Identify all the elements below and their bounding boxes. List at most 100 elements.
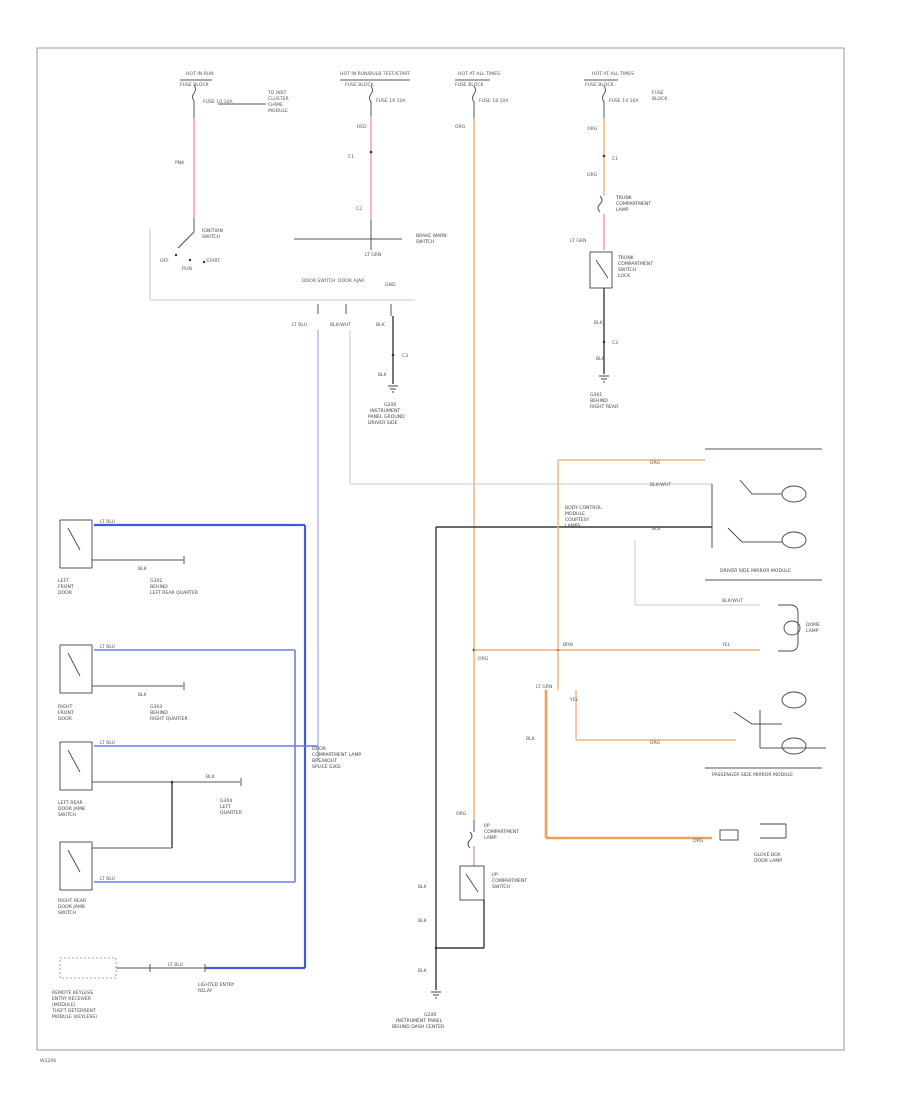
- ignition-switch-icon: [177, 231, 195, 249]
- svg-text:BLK: BLK: [526, 736, 536, 742]
- svg-text:SWITCH: SWITCH: [416, 239, 434, 245]
- mirror-lamp-icon: [781, 737, 807, 755]
- svg-text:G301: G301: [590, 392, 602, 398]
- svg-text:ORG: ORG: [478, 656, 489, 662]
- svg-text:LOCK: LOCK: [618, 273, 631, 279]
- ground-icon: [599, 375, 609, 383]
- svg-text:BLK/WHT: BLK/WHT: [722, 598, 743, 604]
- svg-text:BEHIND DASH CENTER: BEHIND DASH CENTER: [392, 1024, 445, 1030]
- svg-text:COMPARTMENT: COMPARTMENT: [492, 878, 527, 884]
- diagram-frame: [36, 47, 845, 1051]
- hot-label-4: HOT AT ALL TIMES: [592, 71, 634, 77]
- svg-text:BEHIND: BEHIND: [150, 584, 168, 590]
- svg-text:ORG: ORG: [650, 740, 661, 746]
- svg-text:LT BLU: LT BLU: [100, 644, 115, 650]
- trunk-branch: ORG C1 ORG TRUNK COMPARTMENT LAMP LT GRN…: [570, 101, 653, 410]
- svg-text:INSTRUMENT: INSTRUMENT: [370, 408, 400, 414]
- passenger-mirror-module: PASSENGER SIDE MIRROR MODULE: [705, 691, 826, 778]
- svg-text:DOME: DOME: [806, 622, 820, 628]
- svg-text:G200: G200: [384, 402, 396, 408]
- door-switches: LT BLU LT BLU LT BLU LT BLU BLK LEFT FRO…: [51, 519, 361, 1020]
- svg-text:DOOR: DOOR: [312, 746, 327, 752]
- fuse-icon: [472, 85, 476, 103]
- rr-door-switch-icon: [59, 841, 93, 891]
- svg-text:OFF: OFF: [160, 258, 169, 264]
- remote-receiver-box: [59, 957, 117, 979]
- svg-text:BLK: BLK: [596, 356, 606, 362]
- svg-text:SWITCH: SWITCH: [58, 910, 76, 916]
- svg-text:G304: G304: [220, 798, 232, 804]
- module-connectors: DOOR SWITCH DOOR AJAR GND LT BLU BLK/WHT…: [292, 278, 396, 328]
- ip-compartment: I/P COMPARTMENT LAMP I/P COMPARTMENT SWI…: [436, 820, 527, 949]
- gnd-label: GND: [385, 282, 396, 288]
- svg-text:LEFT: LEFT: [220, 804, 231, 810]
- svg-text:CHIME: CHIME: [268, 102, 283, 108]
- svg-text:PNK: PNK: [175, 160, 185, 166]
- svg-text:ORG: ORG: [455, 124, 466, 130]
- door-ajar-label: DOOR AJAR: [338, 278, 365, 284]
- svg-text:TRUNK: TRUNK: [615, 195, 633, 201]
- svg-text:LT BLU: LT BLU: [100, 876, 115, 882]
- fuse-label-1: FUSE 10 10A: [203, 99, 233, 105]
- top-source-3: HOT AT ALL TIMES FUSE BLOCK FUSE 18 10A: [455, 71, 509, 104]
- svg-text:YEL: YEL: [721, 642, 731, 648]
- svg-text:BLK/WHT: BLK/WHT: [330, 322, 351, 328]
- svg-text:BODY CONTROL: BODY CONTROL: [565, 505, 602, 511]
- svg-text:C2: C2: [356, 206, 362, 212]
- svg-text:TO INST: TO INST: [267, 90, 287, 96]
- svg-text:LEFT REAR: LEFT REAR: [58, 800, 84, 806]
- top-source-4: HOT AT ALL TIMES FUSE BLOCK FUSE 14 10A …: [584, 71, 668, 104]
- svg-text:CLUSTER: CLUSTER: [268, 96, 290, 102]
- svg-text:COMPARTMENT: COMPARTMENT: [616, 201, 651, 207]
- svg-text:BEHIND: BEHIND: [150, 710, 168, 716]
- svg-text:BLK: BLK: [652, 526, 662, 532]
- hot-label-3: HOT AT ALL TIMES: [458, 71, 500, 77]
- ground-bus: BLK BLK BLK G200 INSTRUMENT PANEL BEHIND…: [392, 526, 712, 1030]
- dome-lamp-icon: [778, 604, 799, 652]
- svg-text:LEFT REAR QUARTER: LEFT REAR QUARTER: [150, 590, 199, 596]
- bulb-test-branch: RED C1 C2 BRAKE WARN SWITCH LT GRN: [294, 101, 447, 258]
- svg-text:BREAKOUT: BREAKOUT: [312, 758, 337, 764]
- svg-text:YEL: YEL: [569, 697, 579, 703]
- svg-text:ENTRY RECEIVER: ENTRY RECEIVER: [52, 996, 92, 1002]
- svg-text:RIGHT: RIGHT: [58, 704, 73, 710]
- svg-text:BLK: BLK: [418, 918, 428, 924]
- svg-text:BLK: BLK: [138, 566, 148, 572]
- svg-text:DOOR JAMB: DOOR JAMB: [58, 806, 85, 812]
- svg-text:RED: RED: [357, 124, 367, 130]
- svg-text:THEFT DETERRENT: THEFT DETERRENT: [51, 1008, 96, 1014]
- svg-text:LAMP: LAMP: [484, 835, 497, 841]
- svg-text:REMOTE KEYLESS: REMOTE KEYLESS: [52, 990, 93, 996]
- svg-text:ORG: ORG: [456, 811, 467, 817]
- svg-text:I/P: I/P: [484, 823, 490, 829]
- svg-text:DRIVER SIDE: DRIVER SIDE: [368, 420, 398, 426]
- svg-text:TRUNK: TRUNK: [617, 255, 635, 261]
- box-label-4: FUSE BLOCK: [585, 82, 615, 88]
- mirror-lamp-icon: [781, 691, 807, 709]
- fuse-label-3: FUSE 18 10A: [479, 98, 509, 104]
- mirror-lamp-icon: [781, 485, 807, 503]
- svg-text:DOOR LAMP: DOOR LAMP: [754, 858, 782, 864]
- svg-text:LIGHTED ENTRY: LIGHTED ENTRY: [198, 982, 235, 988]
- svg-text:COURTESY: COURTESY: [565, 517, 590, 523]
- ign-switch-label: IGNITION: [202, 228, 223, 234]
- svg-text:LT GRN: LT GRN: [570, 238, 586, 244]
- box-label-2: FUSE BLOCK: [345, 82, 375, 88]
- svg-text:LT BLU: LT BLU: [100, 740, 115, 746]
- courtesy-right: ORG BLK/WHT BLK LT GRN BLK ORG YEL ORG B…: [526, 448, 822, 844]
- svg-text:LT BLU: LT BLU: [100, 519, 115, 525]
- driver-mirror-module: DRIVER SIDE MIRROR MODULE: [705, 479, 822, 581]
- trunk-switch-icon: [589, 251, 613, 289]
- ground-icon: [388, 385, 398, 393]
- svg-text:SWITCH: SWITCH: [492, 884, 510, 890]
- svg-text:LAMP: LAMP: [806, 628, 819, 634]
- glove-box-lamp: GLOVE BOX DOOR LAMP: [719, 823, 787, 864]
- svg-text:BLK: BLK: [138, 692, 148, 698]
- svg-text:LT GRN: LT GRN: [536, 684, 552, 690]
- svg-text:RIGHT REAR: RIGHT REAR: [590, 404, 619, 410]
- hot-label-1: HOT IN RUN: [186, 71, 214, 77]
- courtesy-feed-branch: ORG ORG BRN YEL ORG: [455, 101, 760, 820]
- door-switch-label: DOOR SWITCH: [302, 278, 335, 284]
- top-source-1: HOT IN RUN FUSE BLOCK FUSE 10 10A TO INS…: [180, 71, 290, 114]
